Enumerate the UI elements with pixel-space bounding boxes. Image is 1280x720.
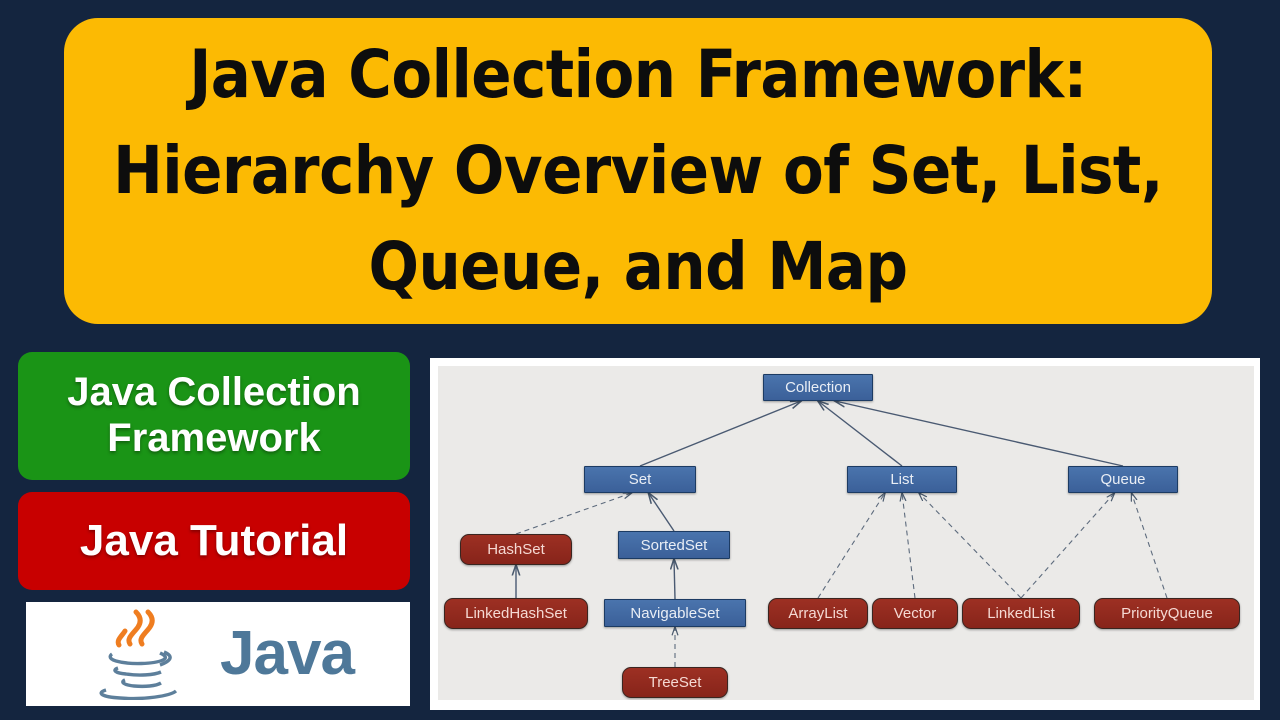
node-label: LinkedList xyxy=(987,605,1055,622)
java-cup-icon xyxy=(99,609,178,700)
node-arraylist: ArrayList xyxy=(768,598,868,629)
badge-tutorial-label: Java Tutorial xyxy=(79,516,349,565)
node-list: List xyxy=(847,466,957,493)
node-label: Vector xyxy=(893,605,937,622)
edge-set-to-collection xyxy=(639,401,801,467)
node-queue: Queue xyxy=(1068,466,1178,493)
edge-linkedlist-to-queue xyxy=(1020,493,1115,599)
node-label: Collection xyxy=(785,379,851,396)
node-linkedhashset: LinkedHashSet xyxy=(444,598,588,629)
node-vector: Vector xyxy=(872,598,958,629)
badge-course-label: Java Collection Framework xyxy=(67,370,361,460)
node-label: TreeSet xyxy=(648,674,702,691)
node-label: Queue xyxy=(1100,471,1146,488)
badge-course: Java Collection Framework xyxy=(18,352,410,480)
node-label: PriorityQueue xyxy=(1121,605,1213,622)
edge-sortedset-to-set xyxy=(649,493,675,532)
node-label: List xyxy=(890,471,914,488)
page-title: Java Collection Framework: Hierarchy Ove… xyxy=(113,36,1163,305)
edge-arraylist-to-list xyxy=(817,493,885,599)
java-wordmark: Java xyxy=(220,619,355,688)
title-banner: Java Collection Framework: Hierarchy Ove… xyxy=(64,18,1212,324)
node-set: Set xyxy=(584,466,696,493)
node-priorityqueue: PriorityQueue xyxy=(1094,598,1240,629)
node-label: NavigableSet xyxy=(630,604,720,622)
node-label: ArrayList xyxy=(788,605,848,622)
node-collection: Collection xyxy=(763,374,873,401)
edge-vector-to-list xyxy=(902,493,916,599)
node-hashset: HashSet xyxy=(460,534,572,565)
node-sortedset: SortedSet xyxy=(618,531,730,559)
edge-list-to-collection xyxy=(818,401,903,467)
java-logo-card: Java xyxy=(26,602,410,706)
edge-linkedlist-to-list xyxy=(919,493,1022,599)
node-label: HashSet xyxy=(487,541,545,558)
edge-hashset-to-set xyxy=(515,493,632,535)
node-linkedlist: LinkedList xyxy=(962,598,1080,629)
node-label: Set xyxy=(628,471,652,488)
hierarchy-edges xyxy=(438,366,1168,667)
node-label: LinkedHashSet xyxy=(465,605,567,622)
node-treeset: TreeSet xyxy=(622,667,728,698)
edge-navigableset-to-sortedset xyxy=(674,559,675,600)
edge-queue-to-collection xyxy=(835,401,1124,467)
node-label: SortedSet xyxy=(640,536,708,554)
badge-tutorial: Java Tutorial xyxy=(18,492,410,590)
edge-priorityqueue-to-queue xyxy=(1132,493,1168,599)
node-navigableset: NavigableSet xyxy=(604,599,746,627)
